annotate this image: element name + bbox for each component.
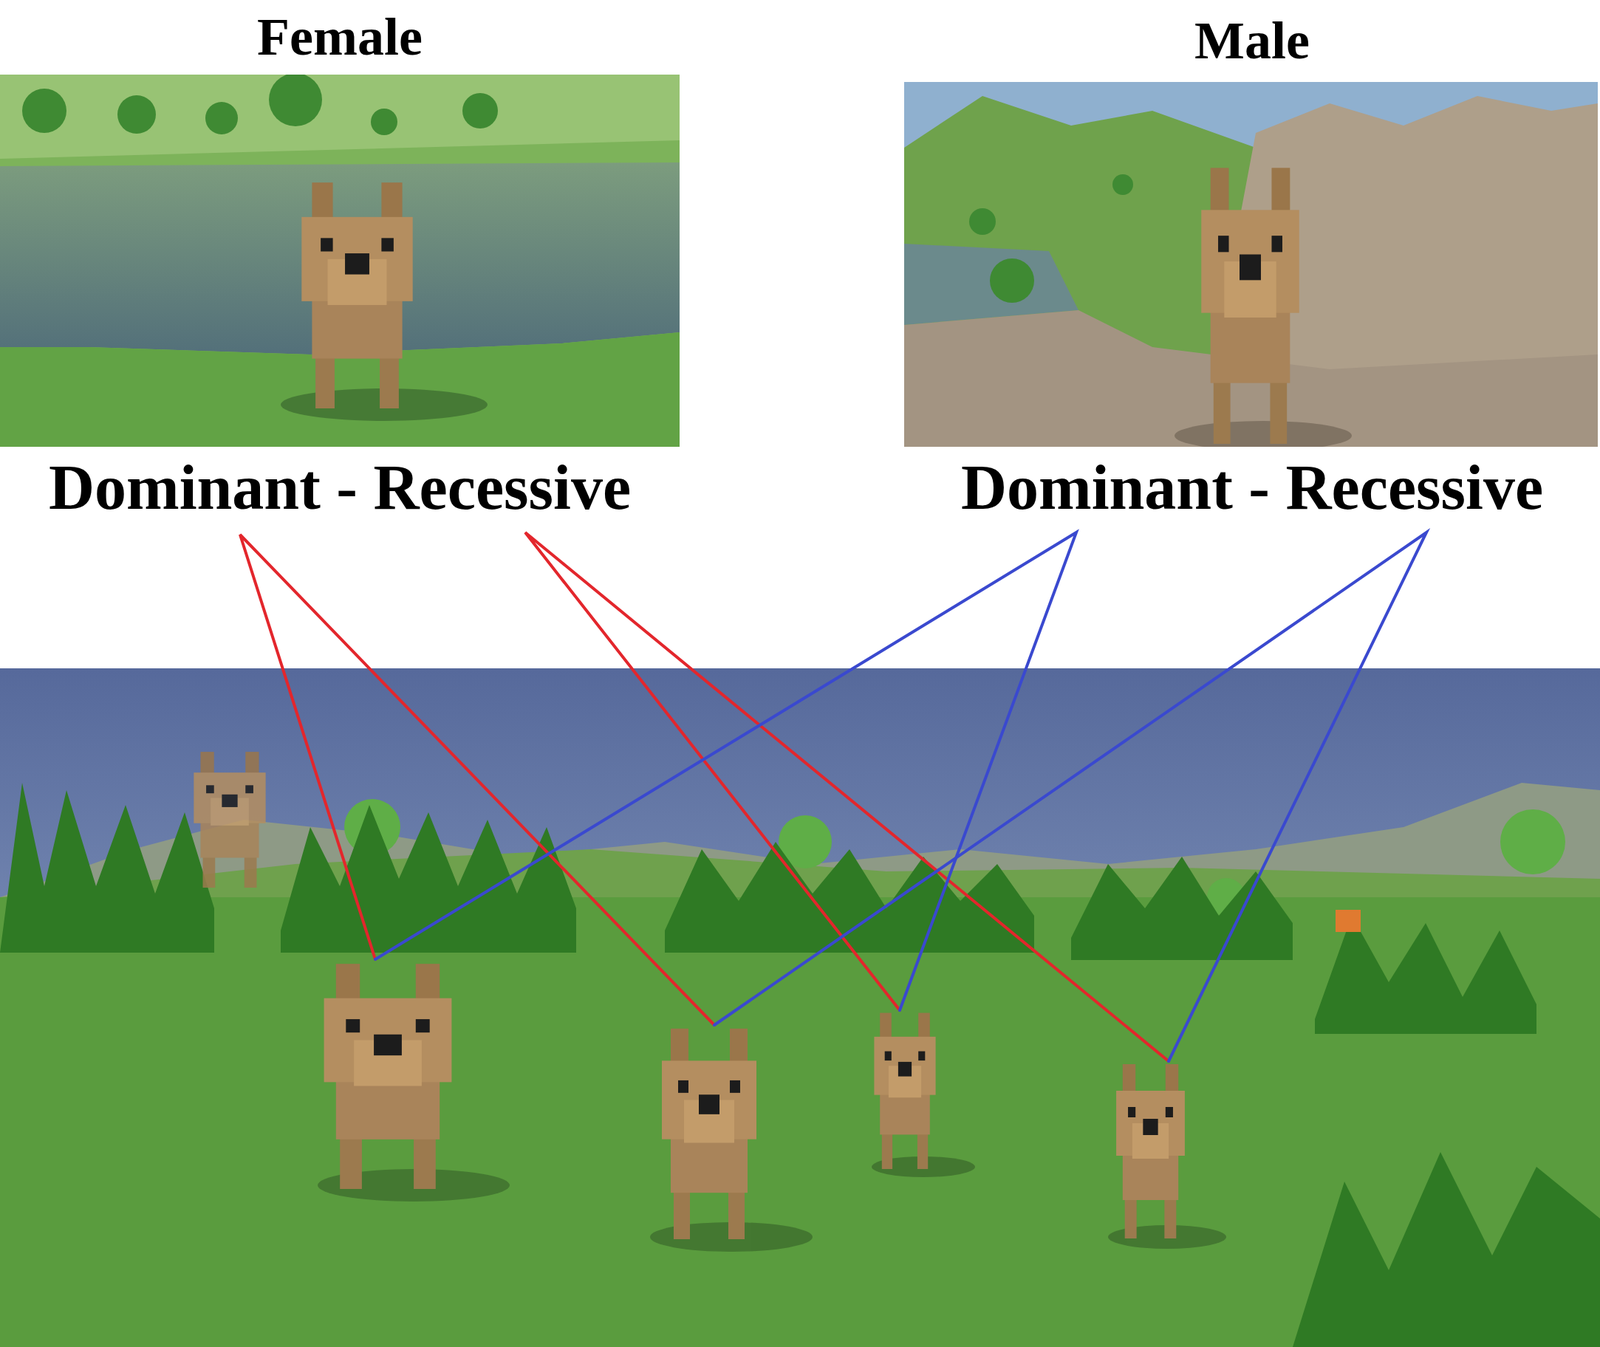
scene-part [0,783,215,953]
photo-panel: MaleDominant - Recessive [904,0,1600,525]
gene-caption: Dominant - Recessive [904,451,1600,525]
trees [969,174,1134,303]
offspring-dog [1116,1064,1185,1239]
sky [904,81,1598,447]
photo-panel: FemaleDominant - Recessive [0,0,680,525]
female-recessive-line [525,532,1169,1062]
scene-part [1500,809,1566,875]
gene-caption: Dominant - Recessive [0,451,680,525]
panel-heading: Male [904,0,1600,82]
scene-part [989,258,1035,303]
photo-ground [0,74,680,447]
scene-part [462,93,498,129]
hill [0,74,680,159]
male-dog [1201,167,1299,444]
scene-part [22,88,67,133]
scene-part [280,805,577,953]
sky [0,668,1600,1347]
scene-part [205,101,238,135]
shadow [1174,421,1352,447]
scene-part [1314,915,1537,1035]
scene-part [969,208,996,235]
scene-part [370,108,398,136]
inheritance-lines [240,532,1427,1062]
male-recessive-line [714,532,1427,1062]
female-dominant-line [240,534,715,1026]
panel-heading: Female [0,0,680,75]
scene-part [1292,1152,1600,1347]
offspring-dog [661,1028,757,1240]
trees [22,74,498,136]
female-dog [301,182,413,409]
scene-part [664,842,1035,953]
offspring-dog [873,1013,936,1170]
grass-tufts [0,783,1600,1347]
scene-part [1112,174,1134,196]
male-photo [904,81,1598,447]
female-photo [0,74,680,447]
shadows [317,1156,1227,1253]
distant-creature [1335,910,1361,933]
scene-part [268,74,323,127]
offspring-dog [324,963,453,1190]
scene-part [117,95,156,134]
male-dominant-line [375,532,1077,1011]
offspring-photo [0,668,1600,1347]
adult-dog [193,751,266,888]
